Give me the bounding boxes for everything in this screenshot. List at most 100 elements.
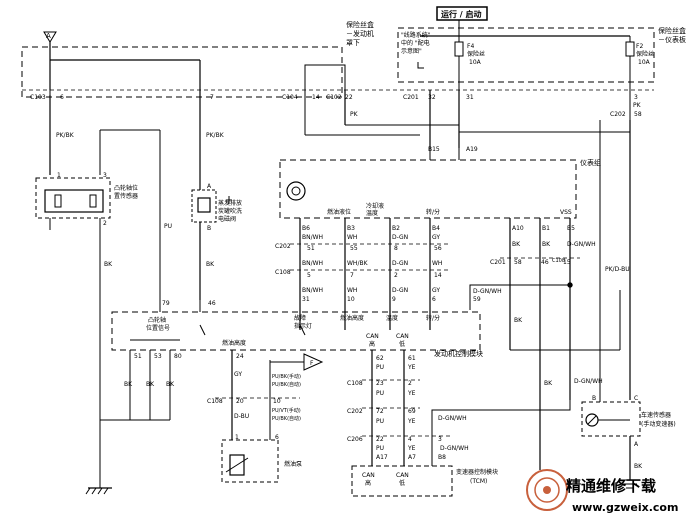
wire-ye-3: YE: [407, 418, 416, 425]
conn-c102: C102: [326, 94, 342, 101]
coolant-temp-label-1: 冷却液: [366, 202, 384, 210]
fuse-f2-name: 保险丝: [636, 50, 654, 58]
wire-d-gn-wh-2: D-GN/WH: [473, 288, 502, 295]
ref-f-marker: F: [303, 353, 324, 371]
pin-10b: 10: [273, 398, 281, 405]
fuel-level-3-label: 燃油高度: [340, 314, 364, 322]
pin-53: 53: [154, 353, 162, 360]
wire-bk-3: BK: [124, 381, 133, 388]
wire-d-gn-wh-5: D-GN/WH: [440, 445, 469, 452]
tcm-label-2: (TCM): [470, 478, 487, 485]
wire-d-gn-wh-4: D-GN/WH: [438, 415, 467, 422]
fuse-f4-rating: 10A: [469, 59, 482, 66]
pin-b2: B2: [392, 225, 400, 232]
wire-gy-2: GY: [432, 287, 440, 294]
pin-7: 7: [210, 94, 214, 101]
pin-51b: 51: [134, 353, 142, 360]
pin-5: 5: [307, 272, 311, 279]
wire-pk-1: PK: [350, 111, 359, 118]
pin-58: 58: [634, 111, 642, 118]
vss-sensor-label-1: 车速传感器: [641, 411, 671, 419]
mil-label-1: 故障: [294, 314, 306, 322]
pin-b-valve: B: [207, 225, 211, 232]
ref-a-label: A: [46, 32, 51, 40]
pu-vt-manual-label: PU/VT(手动): [272, 407, 301, 414]
wire-d-gn-wh-1: D-GN/WH: [567, 241, 596, 248]
can-high-label-2: 高: [369, 340, 375, 348]
wire-d-gn-1: D-GN: [392, 234, 408, 241]
ecm-box: [111, 311, 481, 351]
pin-a-vss: A: [634, 441, 639, 448]
pin-22b: 22: [376, 436, 384, 443]
tcm-box: CAN 高 CAN 低 变速器控制模块 (TCM): [351, 465, 498, 497]
mil-lamp-icon: [286, 181, 306, 201]
pin-b8: B8: [438, 454, 446, 461]
pin-72: 72: [376, 408, 384, 415]
conn-c108d: C108: [552, 258, 565, 264]
pin-2b: 2: [394, 272, 398, 279]
pin-a10: A10: [512, 225, 524, 232]
pin-b6: B6: [302, 225, 310, 232]
pin-a17: A17: [376, 454, 388, 461]
fuel-pump: 1 6 燃油泵: [221, 434, 302, 483]
fuel-level-2-label: 燃油高度: [222, 339, 246, 347]
can-low-label-1: CAN: [396, 333, 409, 340]
can-high-label-1: CAN: [366, 333, 379, 340]
wire-bk-1: BK: [104, 261, 113, 268]
pin-58b: 58: [514, 259, 522, 266]
conn-c201: C201: [403, 94, 419, 101]
conn-c206: C206: [347, 436, 363, 443]
power-dist-note-2: 中的 "配电: [401, 39, 430, 47]
ref-f-label: F: [310, 360, 314, 367]
pu-bk-auto-2-label: PU/BK(自动): [272, 415, 301, 422]
pin-80: 80: [174, 353, 182, 360]
ref-a-marker: A: [43, 31, 57, 90]
pin-a19: A19: [466, 146, 478, 153]
pin-9: 9: [392, 296, 396, 303]
wire-wh-bk: WH/BK: [347, 260, 369, 267]
wire-wh-2: WH: [347, 287, 357, 294]
fuse-box-ip-label-2: －仪表板: [658, 35, 686, 44]
wire-d-bu: D-BU: [234, 413, 249, 420]
pin-10: 10: [347, 296, 355, 303]
can-low-2-label-2: 低: [399, 479, 405, 487]
pu-bk-auto-label: PU/BK(自动): [272, 381, 301, 388]
can-low-2-label-1: CAN: [396, 472, 409, 479]
fuse-box-ip-label-1: 保险丝盒: [658, 26, 686, 35]
conn-c104: C104: [282, 94, 298, 101]
pin-2c: 2: [408, 380, 412, 387]
rpm-2-label: 转/分: [426, 314, 440, 322]
wire-pk-bk-2: PK/BK: [206, 132, 225, 139]
evap-valve: A B 蒸发排放 炭罐吹洗 电磁阀: [191, 183, 242, 232]
wire-pu-1: PU: [164, 223, 172, 230]
conn-c202: C202: [610, 111, 626, 118]
pin-6: 6: [60, 94, 64, 101]
pin-7b: 7: [350, 272, 354, 279]
pin-46: 46: [541, 259, 549, 266]
cam-sensor-label-2: 置传感器: [114, 192, 138, 200]
cam-signal-label-2: 位置信号: [146, 324, 170, 332]
evap-valve-label-2: 炭罐吹洗: [218, 207, 242, 215]
pu-bk-manual-label: PU/BK(手动): [272, 373, 301, 380]
pin-1: 1: [57, 172, 61, 179]
ground-symbol-right: [620, 479, 640, 489]
pin-20: 20: [236, 398, 244, 405]
conn-c108: C108: [275, 269, 291, 276]
pin-c-vss: C: [634, 395, 638, 402]
wire-ye-1: YE: [407, 364, 416, 371]
wire-ye-4: YE: [407, 445, 416, 452]
pin-15: 15: [563, 259, 571, 266]
wire-bk-6: BK: [542, 241, 551, 248]
pin-56: 56: [434, 245, 442, 252]
wire-bn-wh-3: BN/WH: [302, 287, 323, 294]
mil-label-2: 指示灯: [294, 322, 312, 330]
pin-1b: 1: [235, 434, 239, 441]
instrument-cluster-box: [279, 159, 577, 219]
wire-wh-1: WH: [347, 234, 357, 241]
cam-signal-label-1: 凸轮轴: [148, 316, 166, 324]
fuel-level-label: 燃油液位: [327, 208, 351, 216]
fuse-box-engine-label-1: 保险丝盒: [346, 20, 374, 29]
pin-4: 4: [408, 436, 412, 443]
rpm-label: 转/分: [426, 208, 440, 216]
